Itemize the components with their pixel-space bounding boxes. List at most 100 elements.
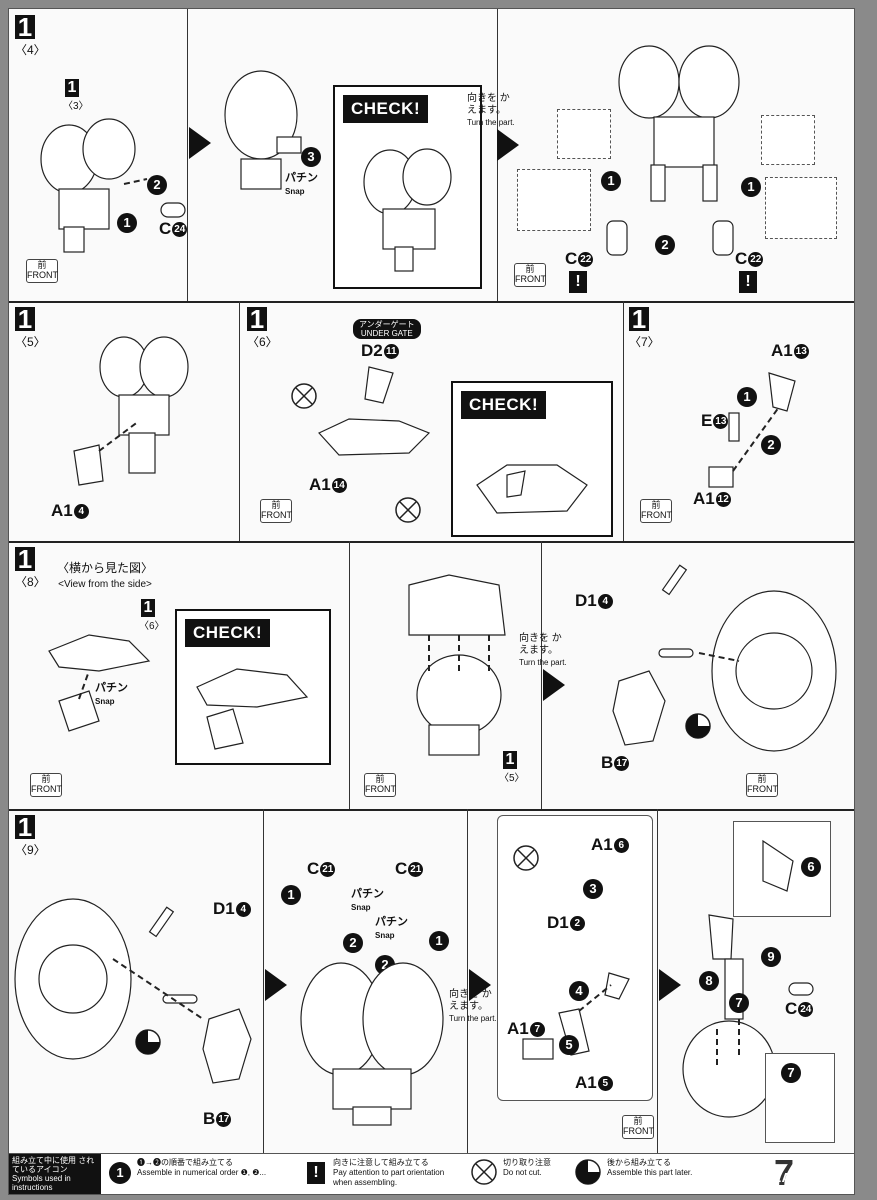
- substep-label: 〈9〉: [15, 843, 46, 857]
- no-cut-icon: [291, 383, 317, 409]
- order-7-icon: 7: [729, 993, 749, 1013]
- detail-box: [557, 109, 611, 159]
- assemble-later-icon: [575, 1159, 601, 1185]
- substep-label: 〈5〉: [15, 335, 46, 349]
- turn-part-note: 向きを かえます。Turn the part.: [467, 93, 515, 127]
- order-4-icon: 4: [569, 981, 589, 1001]
- order-1-icon: 1: [281, 885, 301, 905]
- step-8-row: 1 〈8〉 〈横から見た図〉<View from the side> 1 〈6〉…: [9, 541, 854, 811]
- hand-detail-drawing: [762, 839, 794, 892]
- next-arrow-icon: [659, 969, 681, 1001]
- ref-substep-label: 〈3〉: [63, 101, 89, 112]
- check-box-3: CHECK!: [175, 609, 331, 765]
- no-cut-icon: [395, 497, 421, 523]
- hip-joint-drawing: [612, 564, 837, 752]
- order-1-icon: 1: [601, 171, 621, 191]
- check-label: CHECK!: [185, 619, 271, 647]
- detail-box: [765, 1053, 835, 1143]
- step-badge: 1: [15, 14, 35, 40]
- detail-box: [765, 177, 837, 239]
- side-view-caption: 〈横から見た図〉<View from the side>: [57, 561, 154, 590]
- c22-left-drawing: [606, 220, 628, 256]
- divider: [239, 301, 240, 541]
- next-arrow-icon: [469, 969, 491, 1001]
- order-2-icon: 2: [343, 933, 363, 953]
- order-6-icon: 6: [801, 857, 821, 877]
- orientation-warning-icon: !: [307, 1162, 325, 1184]
- substep-label: 〈6〉: [247, 335, 278, 349]
- hip-part-drawing: [318, 366, 431, 456]
- part-letter: C: [159, 219, 172, 238]
- check-label: CHECK!: [461, 391, 547, 419]
- arm-assembly-drawing: [682, 914, 814, 1118]
- ref-step-badge: 1: [141, 599, 155, 617]
- order-1-icon: 1: [737, 387, 757, 407]
- hip-joint-drawing: [14, 898, 252, 1084]
- detail-box: [761, 115, 815, 165]
- step-badge: 1: [15, 306, 35, 332]
- check-label: CHECK!: [343, 95, 429, 123]
- order-1-icon: 1: [429, 931, 449, 951]
- divider: [541, 541, 542, 809]
- step-badge: 1: [629, 306, 649, 332]
- side-view-drawing: [48, 634, 151, 732]
- next-arrow-icon: [189, 127, 211, 159]
- orientation-warning-icon: !: [569, 271, 587, 293]
- check-part-drawing: [196, 668, 309, 750]
- divider: [467, 809, 468, 1153]
- step-badge: 1: [15, 546, 35, 572]
- detail-box: [517, 169, 591, 231]
- ref-step-badge: 1: [503, 751, 517, 769]
- order-3-icon: 3: [583, 879, 603, 899]
- check-part-drawing: [363, 148, 452, 272]
- orientation-warning-icon: !: [739, 271, 757, 293]
- check-box-1: CHECK!: [333, 85, 482, 289]
- order-8-icon: 8: [699, 971, 719, 991]
- body-legs-drawing: [618, 45, 740, 202]
- torso-hips-drawing: [99, 336, 189, 474]
- step-badge: 1: [247, 306, 267, 332]
- next-arrow-icon: [497, 129, 519, 161]
- order-2-icon: 2: [655, 235, 675, 255]
- order-7-icon: 7: [781, 1063, 801, 1083]
- watermark-brand: HOBBY SEARCH: [710, 1170, 822, 1185]
- no-cut-icon: [513, 845, 539, 871]
- arm-part-drawing: [708, 372, 796, 488]
- no-cut-icon: [471, 1159, 497, 1185]
- divider: [187, 9, 188, 301]
- part-number: 24: [172, 222, 188, 238]
- check-box-2: CHECK!: [451, 381, 613, 537]
- c24-part-drawing: [160, 202, 186, 218]
- order-2-icon: 2: [761, 435, 781, 455]
